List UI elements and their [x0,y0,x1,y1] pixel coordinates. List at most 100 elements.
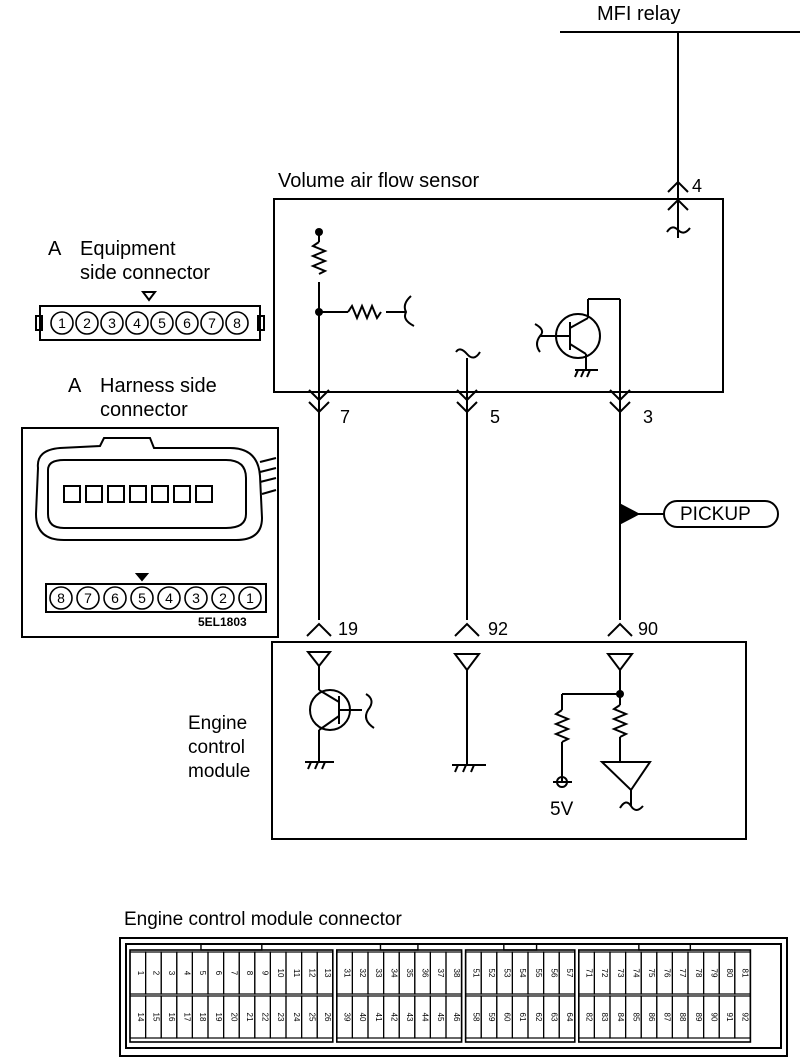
ecm-pin-label: 81 [741,969,750,978]
ecm-pin-label: 74 [631,969,640,978]
ecm-pin-label: 13 [323,969,332,978]
vaf-sensor-box [273,198,724,393]
pin-7 [76,586,100,610]
pin-label: 4 [165,590,173,606]
terminal-arrow-19 [305,651,333,668]
pin-6 [103,586,127,610]
harness-connector-letter: A [68,375,82,397]
ecm-pin-label: 26 [323,1013,332,1022]
pickup-badge [663,500,779,528]
terminal-arrow-90 [606,653,634,672]
key-marker-icon [141,291,157,302]
pin-1 [238,586,262,610]
ecm-pin-label: 31 [343,969,352,978]
ecm-pin-label: 87 [663,1013,672,1022]
resistor-icon [553,709,571,743]
ecm-pin-label: 17 [183,1013,192,1022]
ecm-pin-label: 46 [452,1013,461,1022]
ecm-pin-cell-46 [445,995,463,1039]
mfi-relay-label: MFI relay [597,3,681,25]
ecm-pin-cell-92 [734,995,751,1039]
ecm-pin-label: 35 [405,969,414,978]
harness-pin-strip [45,583,267,613]
pin-label: 7 [84,590,92,606]
ecm-pin-label: 89 [694,1013,703,1022]
ecm-pin-label: 57 [565,969,574,978]
ecm-pin-label: 82 [585,1013,594,1022]
terminal-arrow-92 [453,653,481,672]
pin-2 [75,311,99,335]
ecm-pin-label: 39 [343,1013,352,1022]
connector-chevron-3b [609,401,631,414]
pin-label: 2 [83,315,91,331]
ecm-pin-label: 64 [565,1013,574,1022]
ecm-pin-label: 14 [136,1013,145,1022]
ecm-terminal-label-92: 92 [488,619,509,639]
ecm-pin-label: 18 [198,1013,207,1022]
terminal-label-5: 5 [490,407,501,427]
ecm-pin-label: 71 [585,969,594,978]
ecm-pin-label: 72 [600,969,609,978]
ecm-pin-label: 91 [725,1013,734,1022]
ecm-pin-label: 80 [725,969,734,978]
connector-chevron-4a [667,180,689,193]
pin-3 [184,586,208,610]
ecm-pin-cell-13 [316,951,334,995]
connector-chevron-7b [308,401,330,414]
ecm-label-2: control [188,737,246,758]
ecm-pin-label: 15 [151,1013,160,1022]
ecm-pin-label: 2 [151,971,160,976]
ecm-pin-label: 24 [292,1013,301,1022]
ecm-pin-label: 12 [307,969,316,978]
ecm-pin-label: 43 [405,1013,414,1022]
equipment-connector-title-2: side connector [80,262,211,284]
connector-chevron-90 [607,622,633,637]
ecm-pin-label: 1 [136,971,145,976]
ecm-pin-label: 6 [214,971,223,976]
resistor-icon [611,704,629,738]
ecm-pin-label: 83 [600,1013,609,1022]
ecm-pin-label: 59 [487,1013,496,1022]
ecm-pin-label: 62 [534,1013,543,1022]
ecm-pin-label: 75 [647,969,656,978]
ecm-pin-label: 7 [229,971,238,976]
ecm-pin-label: 32 [358,969,367,978]
resistor-icon [310,241,328,275]
wire-break-4 [666,226,691,234]
ecm-pin-label: 10 [276,969,285,978]
ecm-pin-label: 37 [436,969,445,978]
ecm-pin-cell-26 [316,995,334,1039]
pin-4 [125,311,149,335]
ecm-pin-label: 20 [229,1013,238,1022]
ecm-pin-label: 44 [421,1013,430,1022]
ecm-pin-label: 3 [167,971,176,976]
ecm-pin-label: 33 [374,969,383,978]
connector-chevron-7a [308,389,330,402]
pin-label: 8 [233,315,241,331]
pin-label: 2 [219,590,227,606]
ecm-pin-label: 79 [709,969,718,978]
connector-chevron-19 [306,622,332,637]
equipment-connector-title-1: Equipment [80,238,176,260]
ecm-pin-label: 78 [694,969,703,978]
harness-connector-frame [21,427,279,638]
wire-break [534,323,544,353]
ecm-pin-label: 8 [245,971,254,976]
connector-chevron-5a [456,389,478,402]
buffer-icon [599,761,652,792]
pin-4 [157,586,181,610]
pin-label: 3 [192,590,200,606]
wire-break [455,348,481,359]
pin-6 [175,311,199,335]
pin-2 [211,586,235,610]
ecm-pin-label: 25 [307,1013,316,1022]
pin-label: 5 [158,315,166,331]
ecm-pin-cell-38 [445,951,463,995]
equipment-connector-letter: A [48,238,62,260]
ecm-pin-label: 22 [261,1013,270,1022]
pin-5 [150,311,174,335]
ecm-pin-label: 86 [647,1013,656,1022]
